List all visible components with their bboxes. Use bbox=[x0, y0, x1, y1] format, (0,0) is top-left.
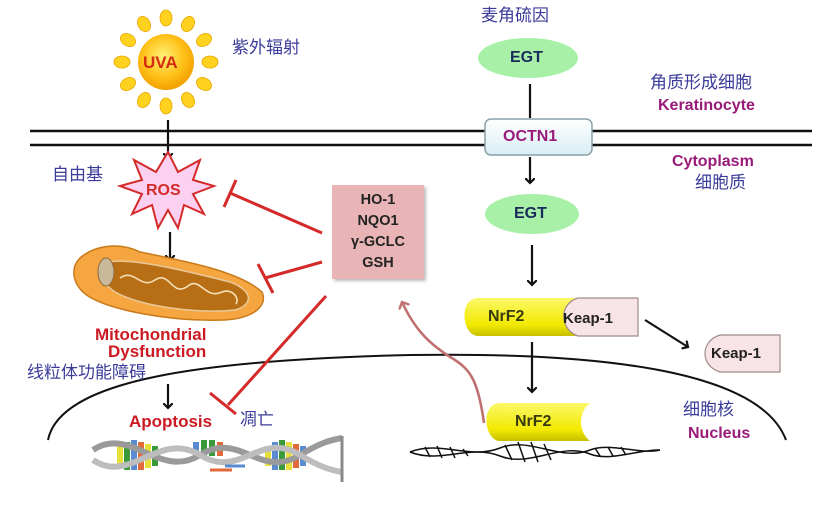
mito-cn-label: 线粒体功能障碍 bbox=[27, 363, 146, 383]
cytoplasm-cn-label: 细胞质 bbox=[695, 173, 746, 193]
enzyme-gclc: γ-GCLC bbox=[351, 234, 405, 250]
antioxidant-enzyme-box: HO-1 NQO1 γ-GCLC GSH bbox=[332, 185, 424, 279]
nrf2-keap1-complex bbox=[464, 297, 639, 337]
mitochondrion-icon bbox=[73, 245, 265, 321]
arrow-keap1-release bbox=[644, 319, 688, 347]
inhibit-mito bbox=[264, 260, 323, 280]
octn1-label: OCTN1 bbox=[503, 128, 558, 145]
octn1-transporter bbox=[484, 118, 593, 156]
inhibit-apoptosis bbox=[226, 294, 328, 407]
dna-helix-right-icon bbox=[409, 441, 661, 463]
ros-cn-label: 自由基 bbox=[52, 165, 103, 185]
enzyme-gsh: GSH bbox=[362, 255, 394, 271]
egt-outer-label: EGT bbox=[510, 49, 543, 66]
nrf2-complex-label: NrF2 bbox=[488, 308, 525, 325]
keap1-free-label: Keap-1 bbox=[711, 345, 762, 362]
keratinocyte-cn-label: 角质形成细胞 bbox=[650, 73, 752, 93]
inhibition-lines bbox=[209, 179, 328, 416]
feedback-arrow bbox=[402, 302, 486, 424]
keap1-bound-label: Keap-1 bbox=[563, 310, 614, 327]
nrf2-nuclear-label: NrF2 bbox=[515, 413, 552, 430]
keap1-free-shape bbox=[704, 334, 781, 373]
nrf2-nuclear-shape bbox=[486, 403, 590, 441]
nucleus-en-label: Nucleus bbox=[688, 425, 751, 442]
inhibit-ros bbox=[229, 191, 323, 235]
enzyme-ho1: HO-1 bbox=[360, 192, 396, 208]
uva-cn-label: 紫外辐射 bbox=[232, 38, 300, 58]
apoptosis-en-label: Apoptosis bbox=[129, 412, 213, 431]
nuclear-envelope bbox=[47, 353, 787, 441]
egt-inner-node bbox=[485, 194, 579, 234]
cytoplasm-en-label: Cytoplasm bbox=[672, 153, 754, 170]
uva-label: UVA bbox=[143, 53, 178, 72]
dna-helix-left-icon bbox=[91, 435, 344, 482]
egt-inner-label: EGT bbox=[514, 205, 547, 222]
keratinocyte-en-label: Keratinocyte bbox=[658, 97, 755, 114]
mito-en-line1: Mitochondrial bbox=[95, 325, 207, 344]
cell-membrane bbox=[30, 129, 812, 147]
enzyme-nqo1: NQO1 bbox=[357, 213, 399, 229]
nucleus-cn-label: 细胞核 bbox=[683, 400, 734, 420]
ros-label: ROS bbox=[146, 182, 181, 199]
mito-en-line2: Dysfunction bbox=[108, 342, 207, 361]
ros-starburst-icon bbox=[116, 149, 218, 231]
apoptosis-cn-label: 凋亡 bbox=[240, 410, 274, 430]
uva-sun-icon bbox=[113, 9, 219, 115]
egt-outer-node bbox=[478, 38, 578, 78]
egt-cn-label: 麦角硫因 bbox=[481, 6, 549, 26]
